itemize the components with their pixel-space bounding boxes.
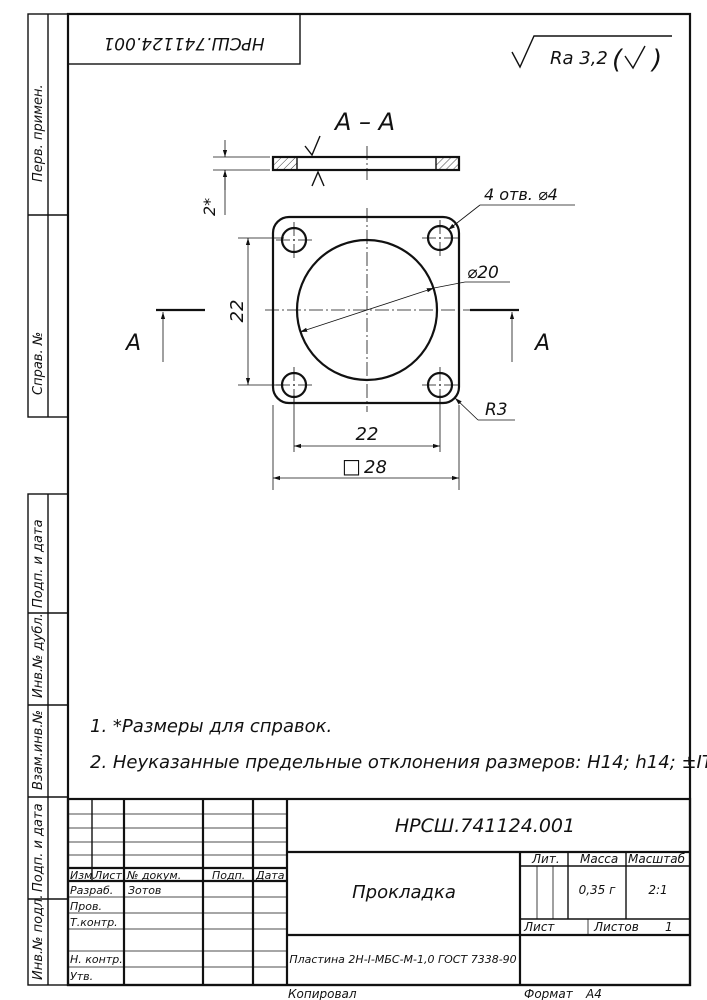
drawing-code-rotated: НРСШ.741124.001 xyxy=(103,33,264,53)
tb-mass-value: 0,35 г xyxy=(579,883,617,897)
side-label-inv-podl: Инв.№ подл. xyxy=(31,894,46,980)
tb-col-data: Дата xyxy=(255,869,285,882)
side-label-inv-dubl: Инв.№ дубл. xyxy=(31,613,46,698)
tb-row-nkontr: Н. контр. xyxy=(70,953,123,966)
footer-format-value: А4 xyxy=(585,987,602,1000)
tb-listov-value: 1 xyxy=(665,920,673,934)
tb-listov-label: Листов xyxy=(593,920,639,934)
side-label-vzam-inv: Взам.инв.№ xyxy=(31,710,46,790)
dim-radius: R3 xyxy=(485,400,508,420)
roughness-paren-open: ( xyxy=(612,45,624,75)
tb-razrab-name: Зотов xyxy=(128,884,161,897)
footer-kopiroval: Копировал xyxy=(288,987,357,1000)
tb-col-podp: Подп. xyxy=(212,869,245,882)
section-letter-left: А xyxy=(124,331,141,356)
tb-masshtab-label: Масштаб xyxy=(628,852,686,866)
roughness-paren-close: ) xyxy=(650,45,662,75)
title-block xyxy=(66,797,692,987)
tb-row-prov: Пров. xyxy=(70,900,102,913)
tb-row-utv: Утв. xyxy=(70,970,93,983)
side-label-sprav-no: Справ. № xyxy=(31,332,46,395)
dim-diameter: ⌀20 xyxy=(467,263,499,283)
tb-row-tkontr: Т.контр. xyxy=(70,916,118,929)
front-view: 4 отв. ⌀4 ⌀20 22 22 □ 28 R3 А А xyxy=(124,185,575,490)
tb-row-razrab: Разраб. xyxy=(70,884,113,897)
tb-massa-label: Масса xyxy=(580,852,618,866)
tb-list-label: Лист xyxy=(523,920,555,934)
tb-col-doc: № докум. xyxy=(126,869,181,882)
side-label-podp-data-1: Подп. и дата xyxy=(31,519,46,608)
tb-part-name: Прокладка xyxy=(352,882,456,903)
tb-col-list: Лист xyxy=(93,869,122,882)
tb-lit-label: Лит. xyxy=(531,852,560,866)
dim-square-prefix: □ xyxy=(342,454,361,478)
tb-material: Пластина 2Н-I-МБС-М-1,0 ГОСТ 7338-90 xyxy=(289,953,516,966)
footer-format-label: Формат xyxy=(524,987,574,1000)
dim-square-value: 28 xyxy=(364,457,387,478)
note-2: 2. Неуказанные предельные отклонения раз… xyxy=(90,752,707,773)
section-label: А – А xyxy=(333,108,395,136)
note-1: 1. *Размеры для справок. xyxy=(90,716,332,737)
section-view: А – А 2* xyxy=(200,108,461,216)
tb-designation: НРСШ.741124.001 xyxy=(395,815,575,837)
side-label-perv-primen: Перв. примен. xyxy=(31,84,46,182)
dim-vertical: 22 xyxy=(227,300,248,323)
roughness-value: Ra 3,2 xyxy=(550,48,608,69)
dim-hole-spacing: 22 xyxy=(356,424,379,445)
side-label-podp-data-2: Подп. и дата xyxy=(31,803,46,892)
tb-col-izm: Изм. xyxy=(70,869,96,882)
section-letter-right: А xyxy=(533,331,550,356)
tb-scale-value: 2:1 xyxy=(648,883,667,897)
dim-holes: 4 отв. ⌀4 xyxy=(484,185,558,204)
roughness-symbol: Ra 3,2 ( ) xyxy=(511,35,672,75)
dim-thickness: 2* xyxy=(200,198,219,216)
